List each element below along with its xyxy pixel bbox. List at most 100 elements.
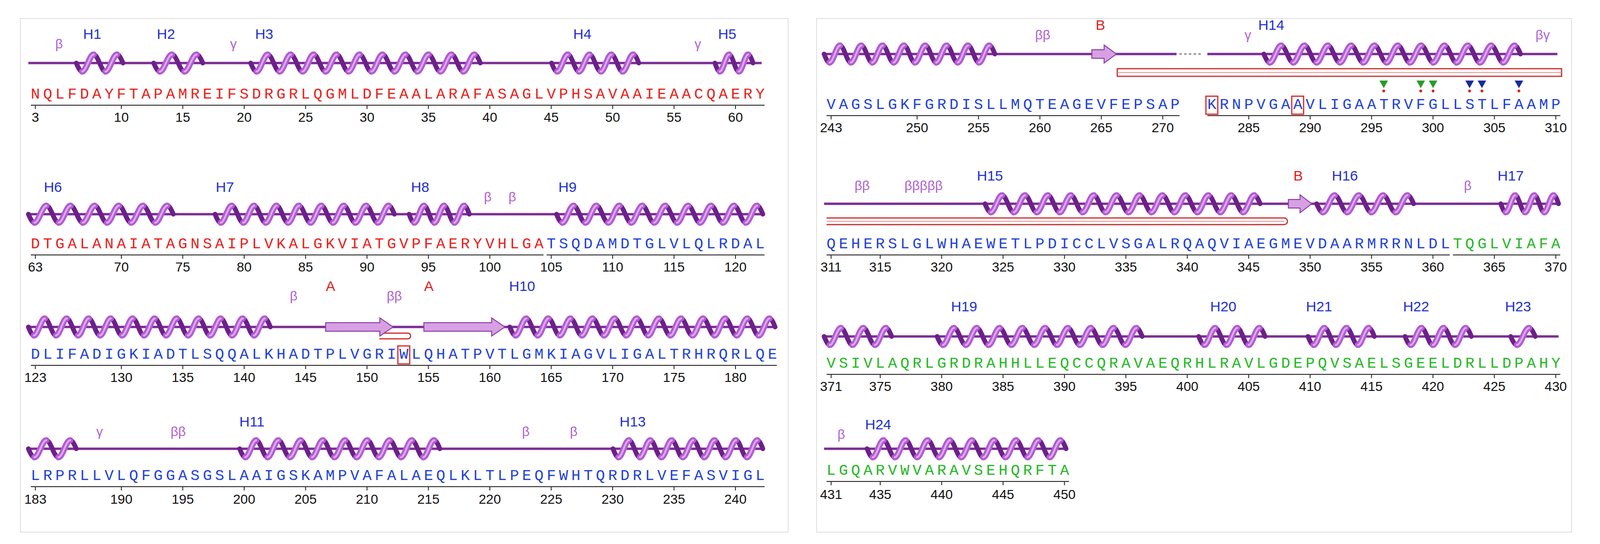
helix-front [936, 45, 948, 63]
sheet-band [1117, 72, 1562, 74]
helix-shine [559, 318, 571, 336]
residue-number: 450 [1053, 487, 1076, 503]
helix-shine [1102, 328, 1114, 346]
helix-shine [990, 195, 1003, 213]
helix-shine [1503, 45, 1516, 63]
residue-number: 243 [819, 120, 843, 136]
sequence-text: TSQDAMDTGLVLQLRDAL [546, 236, 768, 254]
helix-shine [267, 440, 279, 458]
helix-shine [1386, 45, 1399, 63]
residue-number: 145 [294, 370, 317, 386]
helix-label: H2 [156, 26, 175, 42]
helix-shine [1316, 45, 1329, 63]
helix-shine [1079, 328, 1092, 346]
helix-shine [745, 205, 757, 223]
helix-front [537, 318, 549, 336]
helix-shine [289, 440, 302, 458]
helix-front [394, 54, 406, 72]
helix-front [1220, 195, 1232, 213]
helix-label: H11 [239, 413, 265, 430]
ruler-tick [489, 105, 491, 110]
helix-shine [82, 205, 95, 223]
residue-number: 60 [727, 110, 743, 126]
helix-shine [557, 54, 569, 72]
residue-number: 255 [967, 120, 990, 136]
helix-back [937, 328, 1143, 346]
helix-shine [942, 328, 955, 346]
helix-shine [1056, 328, 1068, 346]
sequence-text: DTGALANAIATAGNSAIPLVKALGKVIATGVPFAERYVHL… [30, 236, 547, 254]
helix-shine [302, 54, 314, 72]
helix-front [1005, 440, 1017, 458]
helix-shine [936, 45, 948, 63]
ruler-tick [1432, 115, 1434, 120]
helix-front [34, 440, 46, 458]
residue-number: 55 [666, 110, 682, 126]
ruler-tick [550, 365, 552, 370]
ruler-tick [941, 481, 943, 486]
helix-front [34, 205, 47, 223]
helix-label: H24 [864, 416, 892, 433]
ruler-line [1207, 115, 1561, 117]
helix-label: H16 [1331, 167, 1358, 184]
helix-front [1433, 45, 1445, 63]
ruler-line [826, 115, 1180, 117]
helix-shine [914, 45, 926, 63]
helix-front [1362, 45, 1375, 63]
ruler-line [546, 254, 765, 256]
helix-label: H1 [82, 26, 102, 42]
ruler-tick [879, 374, 881, 379]
ruler-tick [1002, 481, 1004, 486]
helix-front [400, 440, 412, 458]
ruler-tick [1555, 115, 1557, 120]
helix-front [1293, 45, 1306, 63]
helix-front [676, 205, 689, 223]
helix-front [159, 54, 173, 72]
ruler-tick [735, 365, 736, 370]
helix-shine [631, 205, 643, 223]
residue-number: 265 [1090, 120, 1113, 136]
residue-number: 385 [992, 379, 1015, 395]
residue-number: 430 [1544, 379, 1567, 395]
ruler-tick [304, 105, 306, 110]
helix-shine [603, 318, 615, 336]
helix-front [699, 205, 712, 223]
helix-label: H15 [976, 167, 1003, 184]
ruler-tick [35, 487, 37, 491]
helix-front [1082, 195, 1095, 213]
residue-number: 150 [356, 370, 379, 386]
helix-shine [58, 440, 71, 458]
ruler-line [826, 374, 1561, 376]
sheet-band [1117, 68, 1562, 77]
helix-front [1013, 195, 1026, 213]
ruler-tick [830, 374, 832, 379]
helix-shine [454, 205, 465, 223]
site-dot [1419, 89, 1423, 93]
ruler-tick [120, 105, 122, 110]
residue-number: 230 [601, 492, 625, 508]
ruler-tick [243, 255, 245, 259]
helix-shine [699, 205, 712, 223]
ruler-tick [427, 365, 429, 370]
helix-label: H3 [255, 26, 274, 42]
sequence-text: VAGSLGKFGRDISLLMQTEAGEVFEPSAP [826, 96, 1183, 114]
helix-shine [676, 205, 689, 223]
helix-shine [1242, 195, 1255, 213]
helix-front [1128, 195, 1140, 213]
residue-number: 270 [1151, 120, 1175, 136]
ruler-tick [1432, 255, 1434, 259]
helix-back [1263, 45, 1521, 63]
residue-number: 365 [1483, 260, 1506, 276]
helix-shine [143, 318, 155, 336]
ruler-tick [673, 487, 675, 491]
helix-shine [746, 440, 758, 458]
helix-shine [1226, 328, 1238, 346]
helix-front [355, 205, 367, 223]
helix-label: H22 [1403, 298, 1430, 315]
helix-shine [220, 205, 232, 223]
residue-number: 370 [1544, 260, 1567, 276]
helix-front [1316, 45, 1329, 63]
helix-shine [334, 440, 346, 458]
helix-shine [1151, 195, 1163, 213]
helix-front [143, 318, 155, 336]
